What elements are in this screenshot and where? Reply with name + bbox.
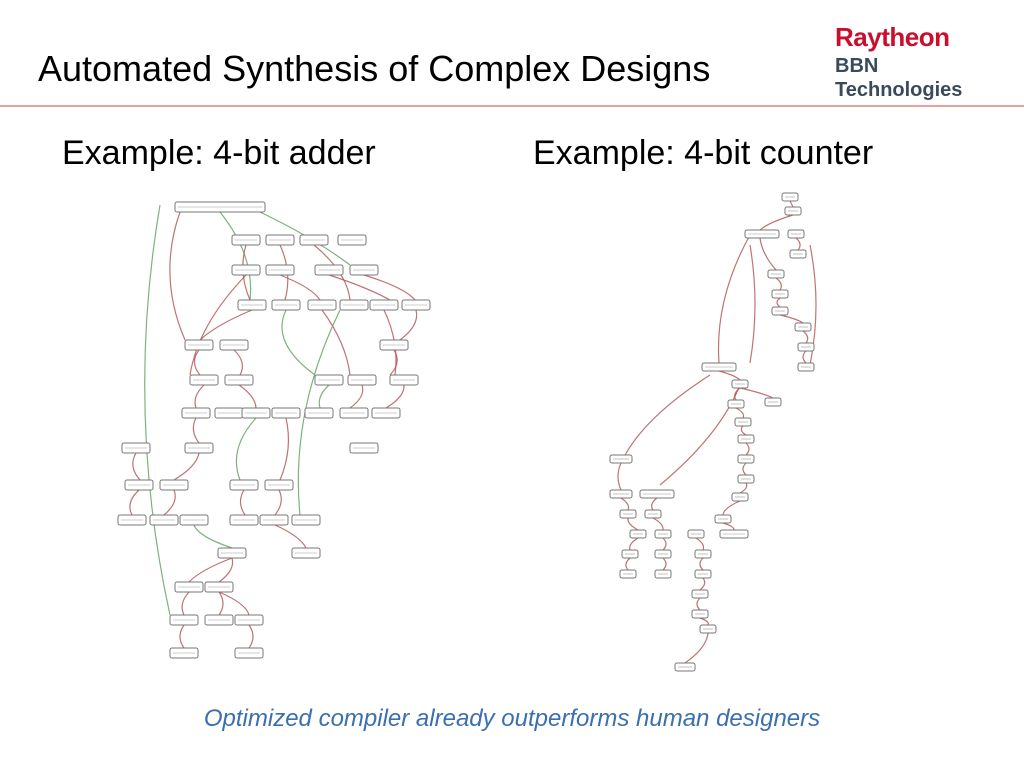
graph-edge — [328, 274, 391, 301]
title-rule — [0, 105, 1024, 107]
graph-edge — [776, 297, 781, 308]
graph-edge — [742, 462, 747, 476]
graph-edge — [132, 452, 141, 481]
graph-edge — [624, 374, 711, 456]
graph-edge — [193, 524, 233, 549]
graph-edge — [233, 349, 244, 376]
graph-edge — [620, 497, 630, 511]
graph-edge — [802, 350, 807, 364]
graph-edge — [739, 387, 774, 399]
graph-edge — [651, 497, 658, 511]
graph-edge — [629, 537, 639, 551]
logo-brand: Raytheon — [835, 22, 950, 52]
graph-edge — [321, 309, 351, 376]
graph-edge — [363, 274, 416, 301]
graph-edge — [696, 597, 701, 611]
graph-edge — [662, 537, 667, 551]
footer-caption: Optimized compiler already outperforms h… — [203, 705, 821, 732]
graph-edge — [193, 349, 201, 376]
graph-edge — [129, 489, 140, 516]
graph-edge — [274, 489, 282, 516]
graph-edge — [239, 489, 246, 516]
graph-edge — [717, 234, 751, 364]
graph-edge — [652, 517, 664, 531]
graph-edge — [779, 314, 804, 324]
graph-edge — [739, 482, 748, 494]
graph-edge — [279, 274, 321, 301]
graph-edge — [627, 517, 639, 531]
graph-edge — [759, 214, 794, 231]
graph-edge — [318, 384, 330, 409]
graph-edge — [699, 617, 709, 626]
graph-edge — [740, 425, 747, 436]
graph-edge — [194, 384, 205, 409]
graph-edge — [218, 557, 234, 583]
graph-edge — [188, 557, 233, 583]
graph-edge — [625, 557, 631, 571]
graph-edge — [617, 462, 622, 491]
graph-edge — [695, 537, 705, 551]
graph-edge — [219, 211, 252, 301]
graph-edge — [163, 489, 176, 516]
left-heading: Example: 4-bit adder — [62, 134, 376, 172]
graph-edge — [281, 309, 316, 376]
graph-edge — [199, 309, 253, 341]
graph-edge — [699, 577, 706, 591]
logo-subtitle: BBN Technologies — [835, 55, 963, 101]
graph-edge — [349, 384, 364, 409]
graph-edge — [718, 370, 741, 381]
graph-edge — [274, 524, 307, 549]
slide-title: Automated Synthesis of Complex Designs — [38, 48, 711, 89]
right-heading: Example: 4-bit counter — [533, 134, 874, 172]
graph-edge — [662, 557, 667, 571]
graph-edge — [802, 330, 809, 344]
counter-diagram — [609, 192, 817, 672]
graph-edge — [659, 384, 741, 486]
company-logo: Raytheon BBN Technologies — [835, 22, 1005, 102]
graph-edge — [809, 244, 817, 366]
graph-edge — [745, 442, 750, 456]
graph-edge — [749, 244, 756, 364]
graph-edge — [759, 237, 777, 271]
graph-edge — [235, 417, 257, 481]
graph-edge — [169, 211, 186, 341]
graph-edge — [399, 309, 418, 341]
graph-edge — [189, 274, 247, 376]
graph-edge — [238, 384, 257, 409]
graph-edge — [218, 591, 224, 616]
graph-edge — [144, 204, 171, 616]
graph-edge — [389, 349, 398, 376]
graph-edge — [218, 591, 250, 616]
graph-edge — [192, 417, 200, 444]
graph-edge — [699, 557, 704, 571]
graph-edge — [735, 407, 745, 419]
graph-edge — [181, 591, 190, 616]
graph-edge — [789, 200, 794, 208]
adder-diagram — [117, 201, 431, 659]
graph-edge — [385, 384, 405, 409]
graph-edge — [795, 237, 801, 251]
graph-edge — [279, 417, 290, 481]
graph-edge — [775, 277, 782, 291]
graph-edge — [248, 624, 254, 649]
graph-edge — [684, 632, 709, 664]
graph-edge — [722, 522, 735, 531]
graph-edge — [173, 452, 200, 481]
graph-edge — [722, 500, 741, 516]
graph-edge — [179, 624, 185, 649]
